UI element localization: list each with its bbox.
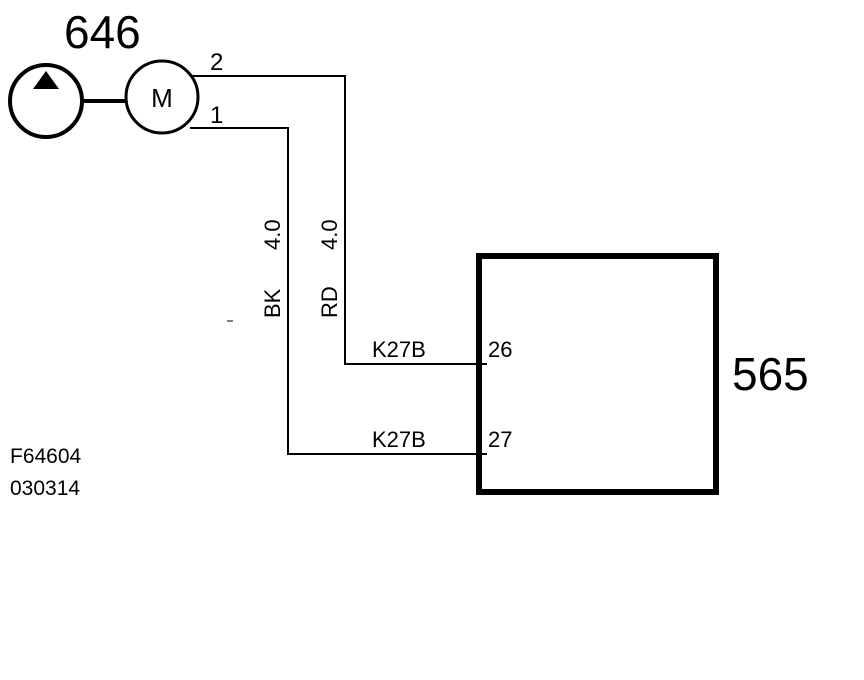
wire-bk-gauge: 4.0: [260, 219, 285, 250]
module-id-label: 565: [732, 348, 809, 400]
motor-symbol: M: [124, 59, 200, 135]
connector-label-26: K27B: [372, 337, 426, 362]
motor-label: M: [151, 83, 173, 113]
motor-terminal-1: 1: [210, 102, 223, 129]
module-pin-27: 27: [488, 427, 512, 452]
wire-rd-gauge: 4.0: [317, 219, 342, 250]
wire-rd-color: RD: [317, 286, 342, 318]
module-pin-26: 26: [488, 337, 512, 362]
wire-bk: [190, 127, 487, 455]
pump-triangle-icon: [33, 71, 59, 89]
wire-bk-label: BK 4.0: [260, 219, 285, 318]
module-box: [476, 253, 719, 495]
wire-rd-label: RD 4.0: [317, 219, 342, 318]
wire-bk-color: BK: [260, 288, 285, 318]
connector-label-27: K27B: [372, 427, 426, 452]
figure-code: F64604: [10, 445, 82, 468]
pump-symbol: [8, 63, 84, 139]
pump-id-label: 646: [64, 6, 141, 58]
figure-date: 030314: [10, 477, 80, 500]
wire-rd: [190, 75, 487, 365]
motor-terminal-2: 2: [210, 49, 223, 76]
